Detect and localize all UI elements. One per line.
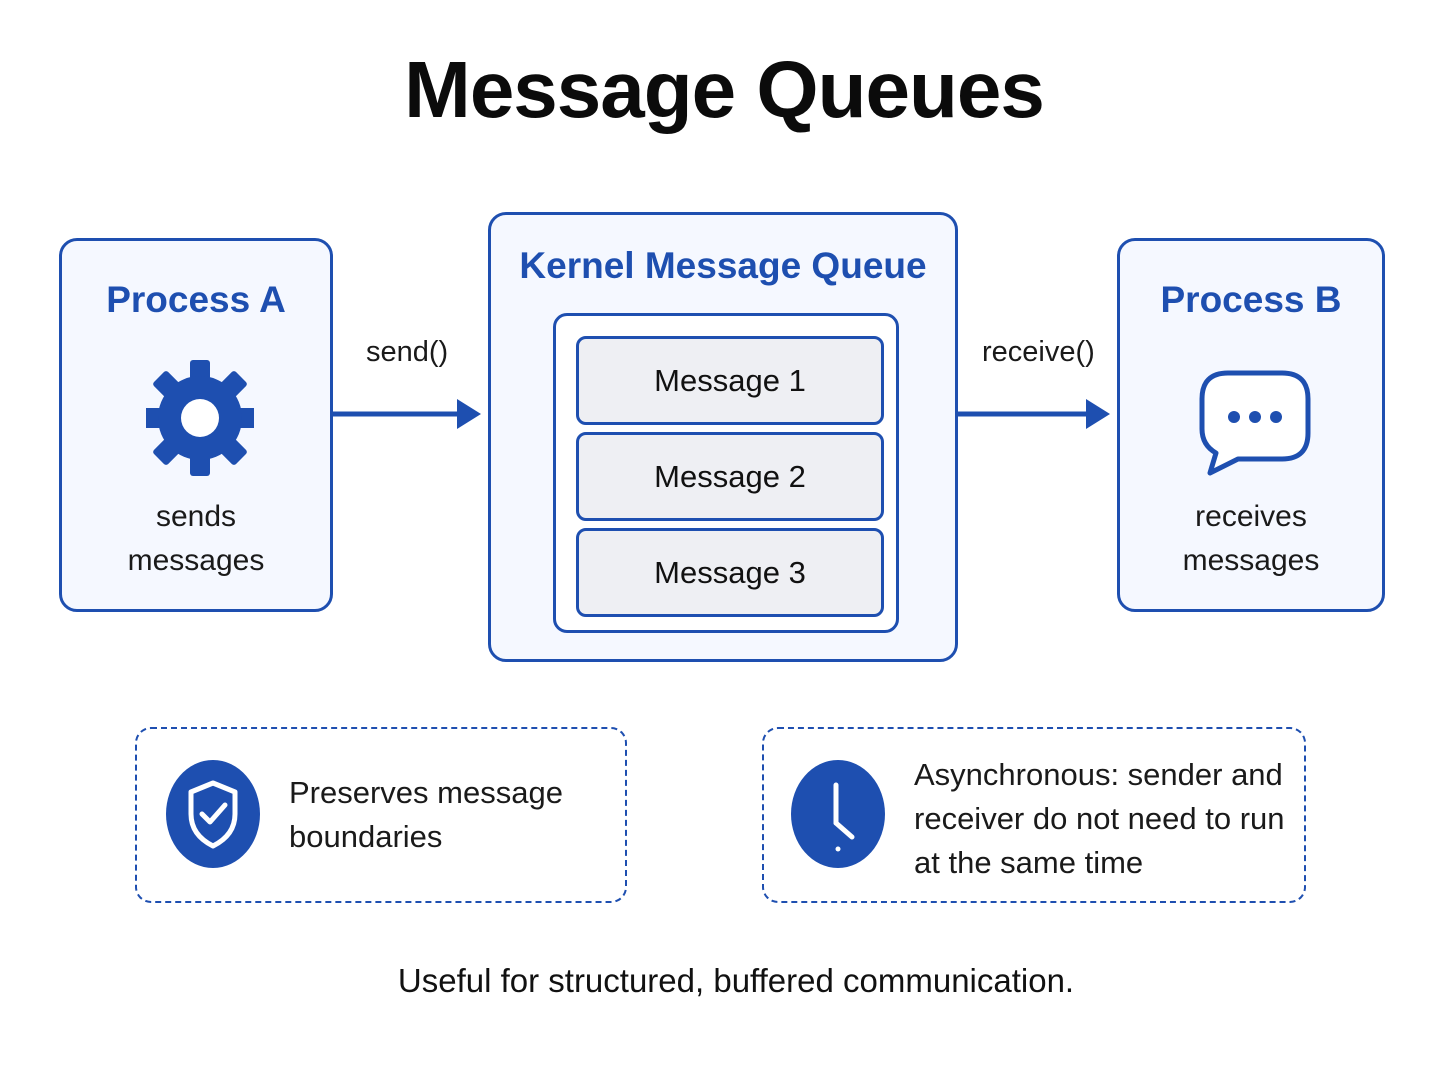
process-b-box: Process B receives messages xyxy=(1117,238,1385,612)
queue-message: Message 1 xyxy=(576,336,884,425)
process-a-description: sends messages xyxy=(127,500,265,577)
shield-check-icon xyxy=(166,760,260,868)
send-arrow xyxy=(333,399,481,429)
process-a-title: Process A xyxy=(106,279,286,320)
note-2-text: Asynchronous: sender and receiver do not… xyxy=(914,757,1285,880)
clock-icon xyxy=(791,760,885,868)
note-1-text: Preserves message boundaries xyxy=(289,775,563,854)
process-a-box: Process A sends messages xyxy=(59,238,333,612)
note-asynchronous: Asynchronous: sender and receiver do not… xyxy=(762,727,1306,903)
receive-label: receive() xyxy=(982,336,1095,368)
queue-message: Message 3 xyxy=(576,528,884,617)
receive-arrow xyxy=(958,399,1110,429)
gear-icon xyxy=(146,360,254,476)
process-b-title: Process B xyxy=(1160,279,1342,320)
note-message-boundaries: Preserves message boundaries xyxy=(135,727,627,903)
footer-caption: Useful for structured, buffered communic… xyxy=(397,962,1075,999)
diagram-title: Message Queues xyxy=(404,45,1045,134)
chat-bubble-icon xyxy=(1199,370,1311,476)
queue-message: Message 2 xyxy=(576,432,884,521)
kernel-queue-box: Kernel Message Queue Message 1 Message 2… xyxy=(488,212,958,662)
send-label: send() xyxy=(366,336,449,368)
process-b-description: receives messages xyxy=(1182,500,1320,577)
kernel-queue-title: Kernel Message Queue xyxy=(519,245,927,286)
queue-container: Message 1 Message 2 Message 3 xyxy=(553,313,899,633)
